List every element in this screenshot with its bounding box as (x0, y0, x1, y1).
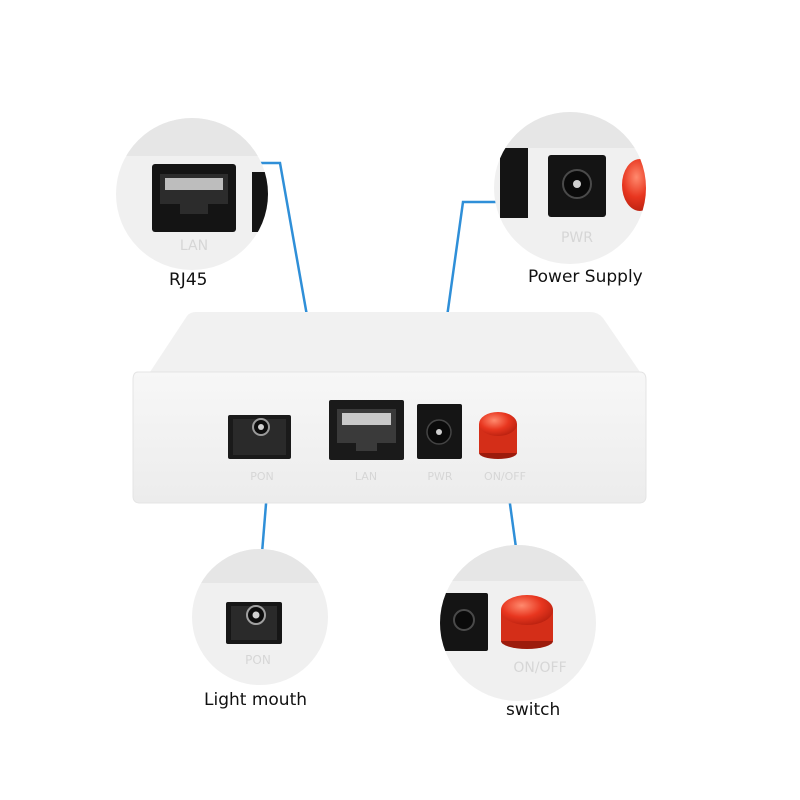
switch-callout-port-text: ON/OFF (513, 660, 566, 676)
caption-light-mouth: Light mouth (204, 690, 308, 710)
leader-line-rj45 (258, 161, 320, 379)
onoff-port-text: ON/OFF (484, 470, 526, 483)
caption-rj45: RJ45 (169, 270, 208, 290)
pwr-port-text: PWR (427, 470, 453, 483)
lan-port: LAN (329, 400, 404, 483)
power-callout-port-text: PWR (561, 230, 593, 246)
callout-rj45: LAN (116, 118, 268, 270)
callout-light: PON (192, 549, 328, 685)
onu-device: PON LAN PWR ON/OFF (132, 312, 647, 504)
caption-switch: switch (506, 700, 561, 720)
rj45-callout-port-text: LAN (180, 238, 208, 254)
pon-port: PON (228, 415, 291, 483)
power-button: ON/OFF (479, 412, 526, 483)
lan-port-text: LAN (355, 470, 377, 483)
callout-switch: ON/OFF (440, 545, 596, 701)
caption-power-supply: Power Supply (528, 267, 643, 287)
callout-power: PWR (494, 112, 646, 264)
light-callout-port-text: PON (245, 653, 271, 667)
pon-port-text: PON (250, 470, 274, 483)
power-port: PWR (417, 404, 462, 483)
device-top-face (150, 312, 640, 372)
